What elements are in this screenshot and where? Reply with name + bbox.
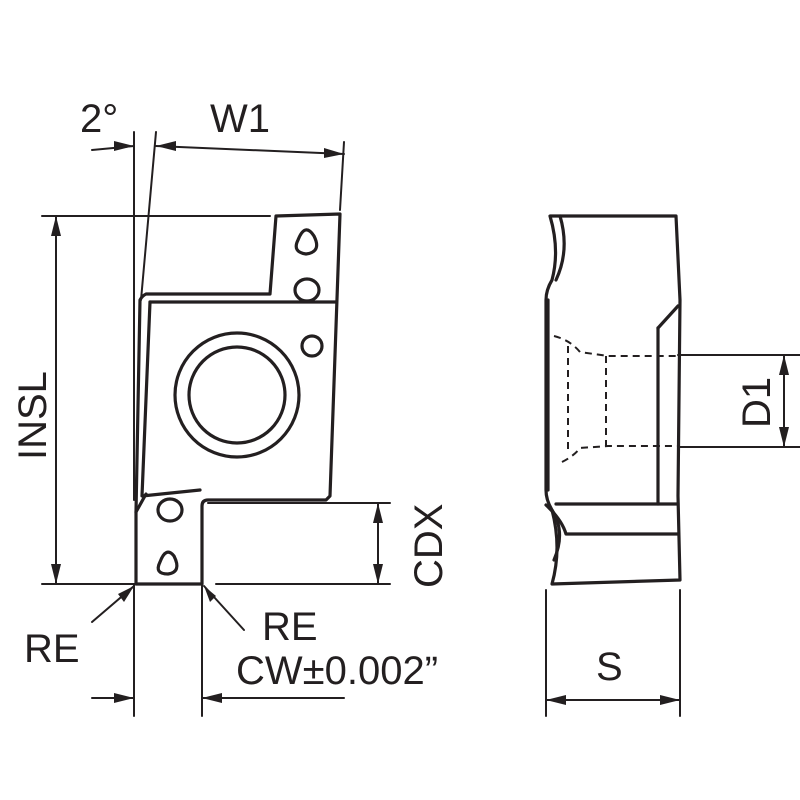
coolant-hole-4 [156, 497, 184, 523]
side-view [544, 214, 682, 586]
side-outline [544, 214, 682, 586]
w1-label: W1 [210, 97, 270, 141]
cw-label: CW±0.002” [236, 649, 438, 693]
center-hole-outer [173, 331, 301, 459]
coolant-hole-1 [294, 228, 319, 256]
coolant-hole-3 [300, 334, 324, 358]
insl-label: INSL [11, 371, 55, 460]
cdx-label: CDX [407, 504, 451, 588]
re-left-label: RE [24, 627, 80, 671]
re-right-label: RE [262, 605, 318, 649]
insert-outline [134, 212, 342, 586]
blade-edge [134, 492, 148, 514]
s-label: S [596, 645, 623, 689]
angle-label: 2° [80, 97, 118, 141]
front-view [134, 212, 342, 586]
clamp-wall [140, 300, 202, 498]
side-dimensions [545, 354, 800, 717]
front-dimensions [41, 131, 391, 717]
coolant-hole-5 [156, 550, 179, 576]
d1-label: D1 [735, 377, 779, 428]
center-hole-inner [187, 345, 287, 445]
coolant-hole-2 [293, 277, 321, 303]
